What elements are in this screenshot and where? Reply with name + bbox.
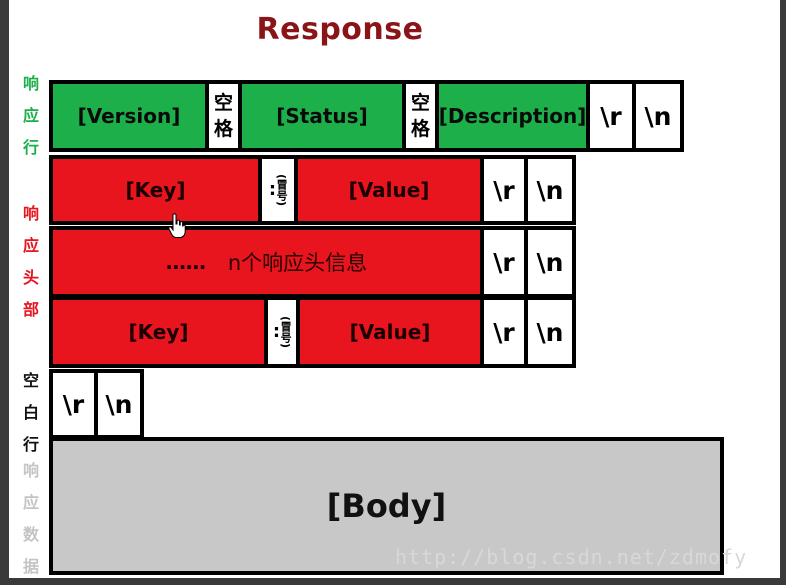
side-label-body: 响 应 数 据 xyxy=(19,455,43,583)
hand-cursor-icon xyxy=(168,213,186,238)
watermark: http://blog.csdn.net/zdmofy xyxy=(395,545,748,569)
window-frame-right xyxy=(780,0,786,585)
side-label-headers: 响 应 头 部 xyxy=(19,198,43,326)
colon-label: (冒号) xyxy=(279,315,293,349)
diagram-title: Response xyxy=(256,12,424,47)
lf-text: \n xyxy=(105,389,133,419)
header-more-cell: …… n个响应头信息 xyxy=(49,226,484,298)
lf-text: \n xyxy=(536,175,564,205)
side-label-status-line: 响 应 行 xyxy=(19,68,43,164)
window-frame-left xyxy=(0,0,9,585)
key-text: [Key] xyxy=(128,320,189,344)
side-char: 应 xyxy=(22,493,39,512)
colon-char: : xyxy=(268,179,277,200)
header-key-cell-3: [Key] xyxy=(49,296,268,368)
header-value-cell-3: [Value] xyxy=(296,296,484,368)
value-text: [Value] xyxy=(348,178,430,202)
key-text: [Key] xyxy=(125,178,186,202)
status-version-cell: [Version] xyxy=(49,80,209,152)
header-cr-cell-2: \r xyxy=(480,226,528,298)
body-cell: [Body] xyxy=(49,437,724,575)
side-char: 部 xyxy=(22,300,39,319)
status-description-cell: [Description] xyxy=(435,80,590,152)
header-cr-cell-1: \r xyxy=(480,155,528,225)
cr-text: \r xyxy=(493,317,515,347)
window-frame-bottom xyxy=(0,578,786,585)
blank-cr-cell: \r xyxy=(49,369,98,439)
ellipsis-text: …… xyxy=(165,250,206,274)
n-headers-text: n个响应头信息 xyxy=(227,251,368,275)
side-char: 响 xyxy=(22,204,39,223)
value-text: [Value] xyxy=(349,320,431,344)
side-label-blank-line: 空 白 行 xyxy=(19,365,43,461)
side-char: 响 xyxy=(22,74,39,93)
version-text: [Version] xyxy=(77,104,181,128)
side-char: 响 xyxy=(22,461,39,480)
side-char: 应 xyxy=(22,236,39,255)
blank-lf-cell: \n xyxy=(94,369,144,439)
header-lf-cell-3: \n xyxy=(524,296,576,368)
colon-label: (冒号) xyxy=(275,173,289,207)
space-char: 空 xyxy=(410,92,430,114)
header-key-cell-1: [Key] xyxy=(49,155,262,225)
space-char: 空 xyxy=(213,92,233,114)
cr-text: \r xyxy=(600,101,622,131)
body-text: [Body] xyxy=(326,487,447,525)
side-char: 空 xyxy=(22,371,39,390)
side-char: 行 xyxy=(22,435,39,454)
colon-char: : xyxy=(272,321,281,342)
header-lf-cell-1: \n xyxy=(524,155,576,225)
status-lf-cell: \n xyxy=(632,80,684,152)
space-char: 格 xyxy=(410,118,430,140)
header-value-cell-1: [Value] xyxy=(294,155,484,225)
lf-text: \n xyxy=(644,101,672,131)
cr-text: \r xyxy=(493,175,515,205)
space-cell-1: 空 格 xyxy=(205,80,242,152)
side-char: 数 xyxy=(22,525,39,544)
cr-text: \r xyxy=(493,247,515,277)
cr-text: \r xyxy=(62,389,85,419)
status-cr-cell: \r xyxy=(586,80,636,152)
header-lf-cell-2: \n xyxy=(524,226,576,298)
side-char: 应 xyxy=(22,106,39,125)
colon-cell-1: : (冒号) xyxy=(258,155,298,225)
side-char: 据 xyxy=(22,557,39,576)
space-char: 格 xyxy=(213,118,233,140)
side-char: 行 xyxy=(22,138,39,157)
status-code-cell: [Status] xyxy=(238,80,406,152)
header-cr-cell-3: \r xyxy=(480,296,528,368)
side-char: 头 xyxy=(22,268,39,287)
space-cell-2: 空 格 xyxy=(402,80,439,152)
status-text: [Status] xyxy=(276,104,368,128)
colon-cell-3: : (冒号) xyxy=(264,296,300,368)
description-text: [Description] xyxy=(438,104,587,128)
lf-text: \n xyxy=(536,247,564,277)
lf-text: \n xyxy=(536,317,564,347)
side-char: 白 xyxy=(22,403,39,422)
